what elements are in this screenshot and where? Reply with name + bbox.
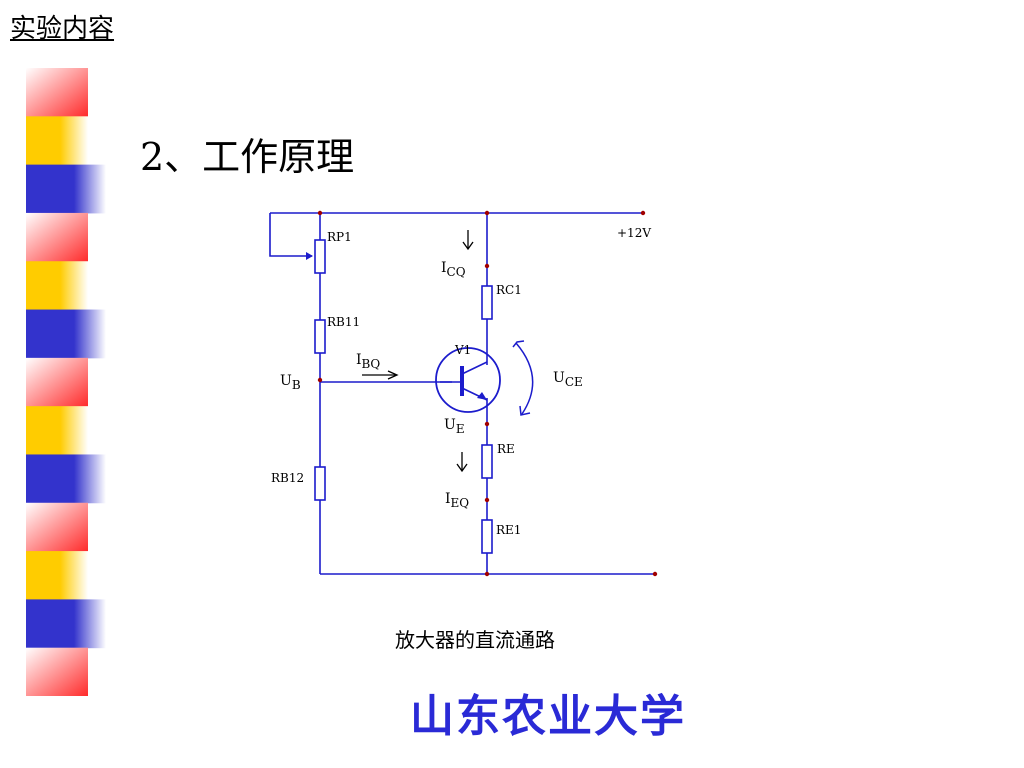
- stripe-red: [26, 212, 88, 262]
- transistor-v1: [435, 347, 501, 413]
- diagram-caption: 放大器的直流通路: [395, 628, 555, 652]
- ue-label: UE: [444, 417, 465, 436]
- icq-arrow-icon: [462, 230, 474, 251]
- decorative-stripe-column: [26, 68, 106, 696]
- stripe-blue: [26, 599, 106, 649]
- stripe-yellow: [26, 551, 88, 600]
- ub-label: UB: [280, 373, 301, 392]
- rc1-label: RC1: [496, 283, 522, 297]
- stripe-blue: [26, 309, 106, 359]
- stripe-yellow: [26, 116, 88, 166]
- icq-label: ICQ: [441, 260, 466, 279]
- stripe-yellow: [26, 406, 88, 455]
- rp1-label: RP1: [327, 230, 352, 244]
- re-label: RE: [497, 442, 515, 456]
- transistor-label: V1: [454, 343, 471, 357]
- section-heading: 2、工作原理: [140, 135, 355, 179]
- slide-header: 实验内容: [10, 14, 115, 44]
- university-logo-text: 山东农业大学: [410, 691, 686, 742]
- stripe-blue: [26, 454, 106, 504]
- ibq-arrow-icon: [362, 370, 399, 380]
- wiper-arrow-icon: [306, 252, 313, 260]
- supply-label: +12V: [617, 226, 651, 240]
- circuit-wires: [269, 212, 655, 575]
- resistor-rc1: [481, 285, 493, 320]
- resistor-rb12: [314, 466, 326, 501]
- resistor-rb11: [314, 319, 326, 354]
- re1-label: RE1: [496, 523, 521, 537]
- uce-voltage-arrow-icon: [512, 340, 534, 416]
- circuit-nodes: [317, 210, 658, 577]
- stripe-red: [26, 647, 88, 696]
- resistor-re: [481, 444, 493, 479]
- stripe-red: [26, 68, 88, 117]
- uce-label: UCE: [553, 370, 583, 389]
- rb11-label: RB11: [327, 315, 360, 329]
- ieq-label: IEQ: [445, 491, 469, 510]
- ibq-label: IBQ: [356, 352, 380, 371]
- resistor-re1: [481, 519, 493, 554]
- stripe-red: [26, 357, 88, 407]
- rb12-label: RB12: [271, 471, 304, 485]
- ieq-arrow-icon: [456, 452, 468, 473]
- stripe-red: [26, 502, 88, 552]
- resistor-rp1: [314, 239, 326, 274]
- stripe-yellow: [26, 261, 88, 311]
- stripe-blue: [26, 164, 106, 214]
